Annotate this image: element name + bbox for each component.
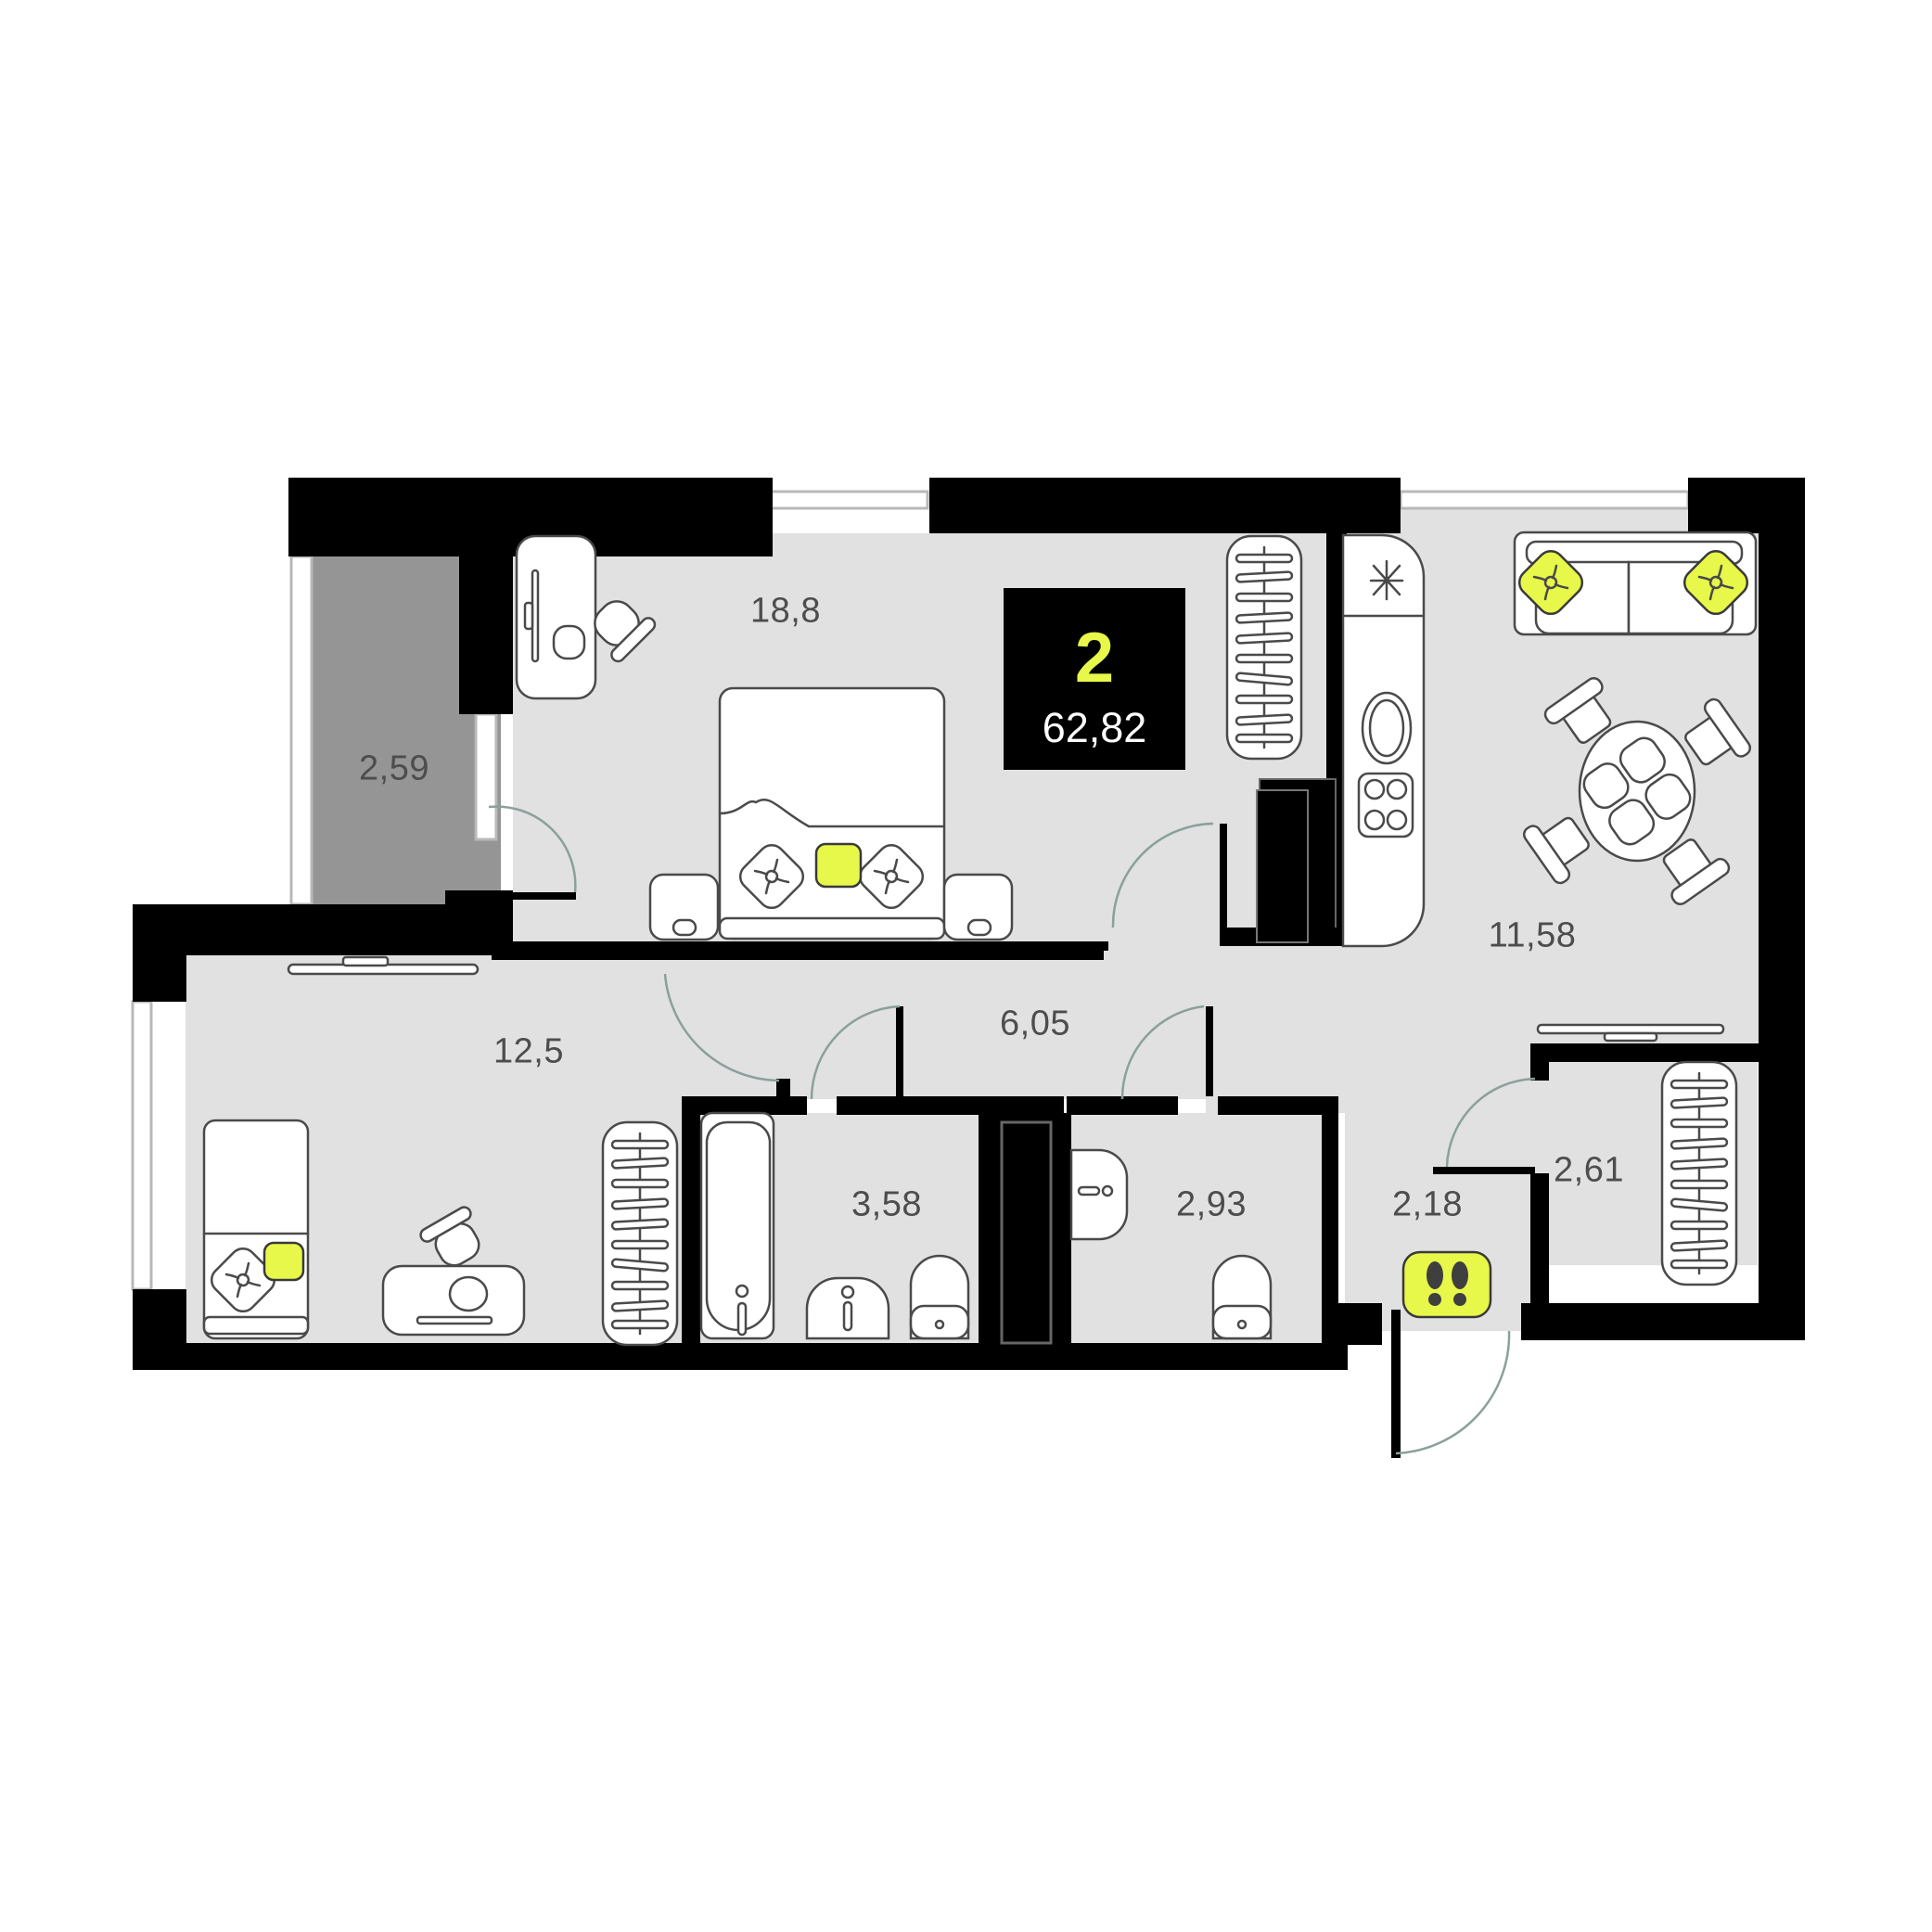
nightstands [648, 873, 1014, 941]
area-label-entrance-hall: 2,18 [1392, 1184, 1463, 1224]
area-label-bedroom: 18,8 [750, 591, 821, 631]
kitchen-counter [1341, 533, 1426, 948]
area-label-kitchen-living: 11,58 [1488, 915, 1577, 955]
walls [133, 478, 1805, 1458]
single-bed [202, 1119, 310, 1340]
toilet-icon [1211, 1254, 1273, 1340]
entrance-footprints-icon [1401, 1250, 1492, 1319]
tv-icon [287, 955, 1725, 1043]
fridge-icon [1256, 789, 1309, 943]
bed [718, 686, 946, 940]
accent-pillow-icon [814, 842, 863, 889]
area-label-wardrobe: 2,61 [1554, 1150, 1624, 1190]
window-balcony [289, 555, 313, 906]
door-arcs [488, 805, 1536, 1455]
dining-table-icon [1522, 676, 1752, 906]
bathtub-icon [699, 1111, 775, 1340]
sink-icon [805, 1276, 890, 1340]
area-label-kids-room: 12,5 [493, 1031, 564, 1071]
window-kids [131, 1000, 153, 1291]
total-area: 62,82 [1042, 704, 1147, 751]
chair-kids [419, 1206, 480, 1267]
window-top-2 [1399, 490, 1690, 510]
area-label-bathroom: 3,58 [851, 1184, 922, 1224]
chair-bedroom [594, 600, 657, 663]
radiator-icon [601, 1120, 679, 1347]
toilet-icon [909, 1254, 970, 1340]
area-label-balcony: 2,59 [359, 748, 429, 788]
radiator-icon [1225, 534, 1303, 761]
sofa-icon [1513, 531, 1758, 636]
sink-icon [1069, 1148, 1129, 1241]
window-top-1 [768, 490, 929, 510]
radiator-icon [1660, 1060, 1738, 1286]
rooms-count: 2 [1074, 619, 1115, 697]
apartment-badge: 2 62,82 [1004, 588, 1185, 770]
desk-bedroom [515, 534, 597, 700]
desk-kids [381, 1264, 526, 1337]
area-label-corridor: 6,05 [1000, 1004, 1070, 1043]
window-balcony-inner [474, 712, 498, 841]
area-label-toilet: 2,93 [1176, 1184, 1247, 1224]
